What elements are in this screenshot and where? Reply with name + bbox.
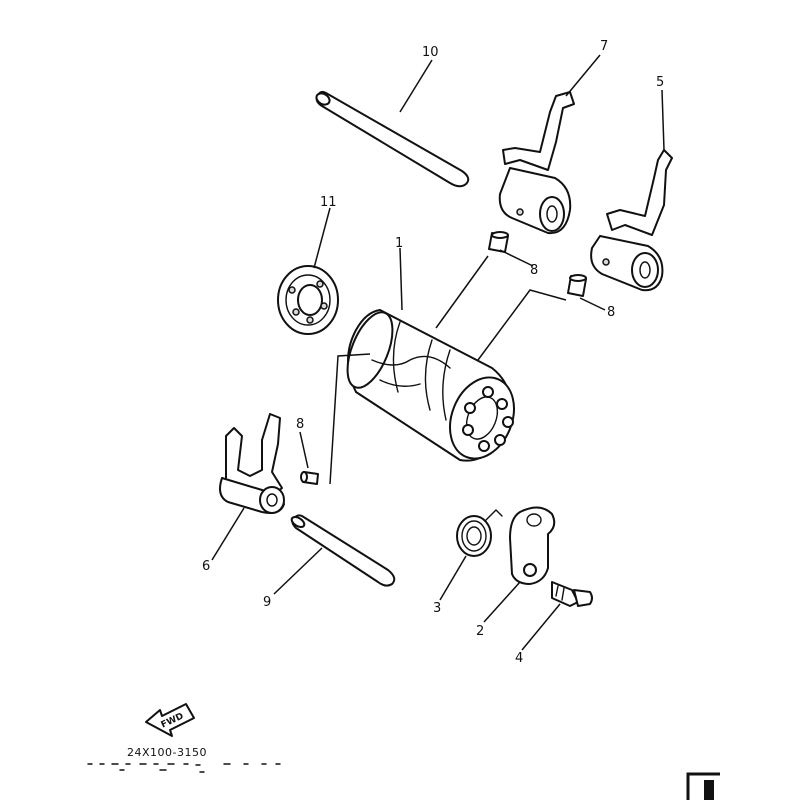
part-bearing <box>277 265 339 335</box>
part-shift-fork-6 <box>219 413 285 514</box>
callout-5: 5 <box>656 75 664 90</box>
part-pin-upper <box>488 231 509 253</box>
corner-frame <box>686 772 720 800</box>
part-bolt <box>551 581 593 607</box>
callout-2: 2 <box>476 624 484 639</box>
part-guide-bar-lower <box>290 514 396 587</box>
diagram-code: 24X100-3150 <box>127 746 207 759</box>
callout-8-lower: 8 <box>296 417 304 432</box>
callout-9: 9 <box>263 595 271 610</box>
callout-8-right: 8 <box>607 305 615 320</box>
callout-7: 7 <box>600 39 608 54</box>
callout-3: 3 <box>433 601 441 616</box>
callout-6: 6 <box>202 559 210 574</box>
callout-4: 4 <box>515 651 523 666</box>
callout-8-upper: 8 <box>530 263 538 278</box>
part-pin-right <box>567 274 587 297</box>
part-shift-drum <box>346 309 515 462</box>
callout-11: 11 <box>320 195 337 210</box>
part-shift-fork-7 <box>498 91 575 235</box>
part-stopper-plate <box>509 506 556 585</box>
leader-lines <box>211 54 665 651</box>
part-guide-bar-upper <box>315 90 470 188</box>
fwd-arrow-icon: FWD <box>145 703 195 737</box>
part-pin-lower <box>300 471 319 485</box>
part-shift-fork-5 <box>590 149 673 292</box>
part-torsion-spring <box>456 509 503 557</box>
callout-10: 10 <box>422 45 439 60</box>
callout-1: 1 <box>395 236 403 251</box>
